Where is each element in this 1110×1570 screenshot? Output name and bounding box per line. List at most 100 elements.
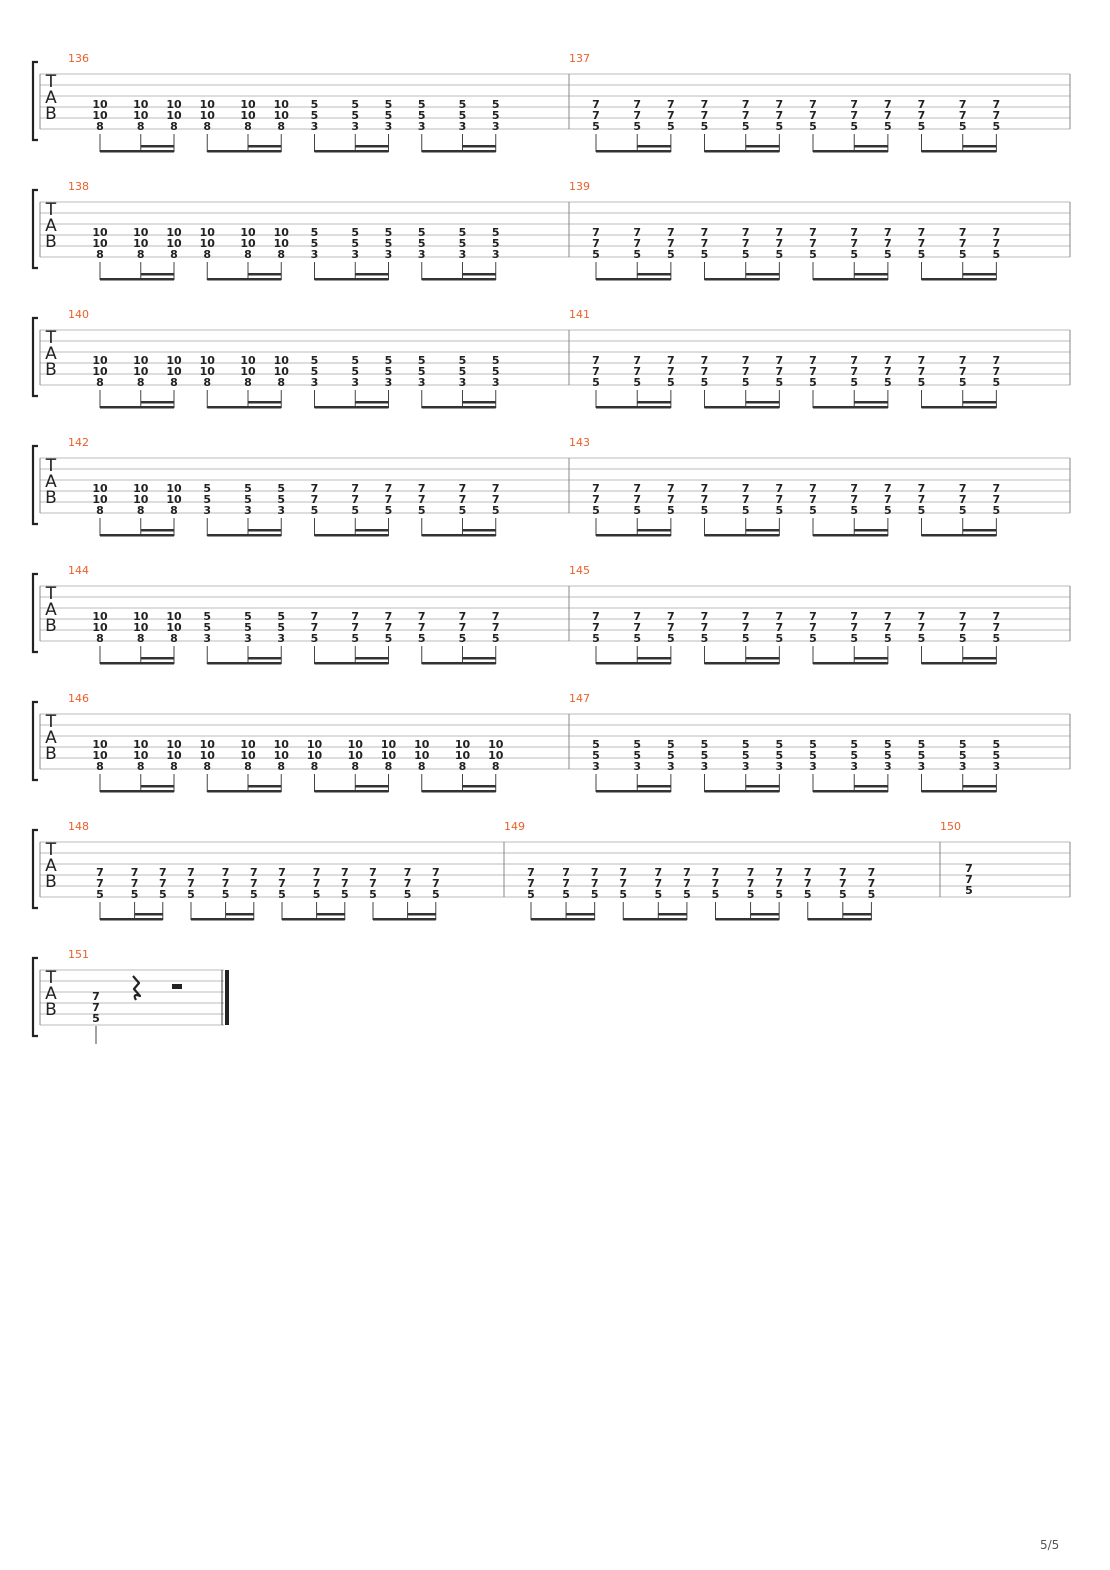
fret-number: 7: [918, 610, 926, 623]
fret-number: 7: [351, 482, 359, 495]
fret-number: 8: [137, 120, 145, 133]
tab-clef-letter: T: [45, 840, 57, 860]
fret-number: 7: [993, 98, 1001, 111]
fret-number: 5: [667, 738, 675, 751]
fret-number: 5: [993, 749, 1001, 762]
fret-number: 3: [418, 248, 426, 261]
fret-number: 7: [993, 621, 1001, 634]
fret-number: 10: [133, 749, 149, 762]
beam: [100, 790, 175, 793]
beam-secondary: [962, 273, 997, 276]
fret-number: 10: [92, 738, 108, 751]
fret-number: 5: [311, 365, 319, 378]
fret-number: 7: [809, 109, 817, 122]
fret-number: 7: [667, 237, 675, 250]
fret-number: 7: [850, 226, 858, 239]
fret-number: 7: [850, 493, 858, 506]
fret-number: 3: [884, 760, 892, 773]
fret-number: 7: [918, 226, 926, 239]
fret-number: 5: [187, 888, 195, 901]
fret-number: 3: [351, 376, 359, 389]
fret-number: 5: [747, 888, 755, 901]
fret-number: 5: [918, 376, 926, 389]
fret-number: 10: [166, 738, 182, 751]
fret-number: 7: [404, 877, 412, 890]
fret-number: 7: [884, 493, 892, 506]
beam-secondary: [745, 657, 780, 660]
fret-number: 7: [776, 621, 784, 634]
beam: [100, 150, 175, 153]
fret-number: 7: [667, 226, 675, 239]
beam: [421, 406, 496, 409]
fret-number: 7: [775, 877, 783, 890]
fret-number: 8: [244, 120, 252, 133]
fret-number: 5: [313, 888, 321, 901]
fret-number: 10: [240, 98, 256, 111]
fret-number: 5: [850, 749, 858, 762]
fret-number: 3: [701, 760, 709, 773]
fret-number: 5: [459, 632, 467, 645]
fret-number: 5: [884, 376, 892, 389]
fret-number: 5: [993, 376, 1001, 389]
fret-number: 5: [244, 610, 252, 623]
fret-number: 7: [527, 877, 535, 890]
fret-number: 7: [592, 354, 600, 367]
fret-number: 7: [527, 866, 535, 879]
beam-secondary: [658, 913, 687, 916]
fret-number: 3: [459, 376, 467, 389]
fret-number: 3: [776, 760, 784, 773]
fret-number: 7: [492, 482, 500, 495]
fret-number: 3: [633, 760, 641, 773]
system-bracket: [31, 316, 38, 398]
fret-number: 7: [959, 365, 967, 378]
fret-number: 5: [250, 888, 258, 901]
fret-number: 5: [492, 109, 500, 122]
fret-number: 8: [277, 120, 285, 133]
fret-number: 5: [159, 888, 167, 901]
fret-number: 5: [959, 248, 967, 261]
fret-number: 5: [277, 482, 285, 495]
fret-number: 5: [311, 632, 319, 645]
fret-number: 7: [667, 621, 675, 634]
fret-number: 7: [667, 482, 675, 495]
fret-number: 10: [166, 482, 182, 495]
fret-number: 7: [809, 610, 817, 623]
measure-number: 147: [569, 692, 590, 705]
fret-number: 7: [742, 354, 750, 367]
fret-number: 8: [96, 632, 104, 645]
fret-number: 7: [187, 866, 195, 879]
fret-number: 8: [137, 248, 145, 261]
fret-number: 7: [701, 610, 709, 623]
system-bracket: [31, 444, 38, 526]
tab-clef-letter: A: [45, 472, 57, 492]
fret-number: 5: [222, 888, 230, 901]
fret-number: 7: [993, 482, 1001, 495]
fret-number: 3: [203, 632, 211, 645]
fret-number: 7: [591, 877, 599, 890]
fret-number: 10: [133, 621, 149, 634]
fret-number: 5: [701, 248, 709, 261]
measure-number: 144: [68, 564, 89, 577]
fret-number: 7: [492, 493, 500, 506]
fret-number: 7: [918, 237, 926, 250]
fret-number: 7: [92, 990, 100, 1003]
fret-number: 5: [993, 632, 1001, 645]
beam-secondary: [462, 785, 496, 788]
fret-number: 5: [131, 888, 139, 901]
fret-number: 10: [240, 749, 256, 762]
beam-secondary: [248, 785, 282, 788]
fret-number: 5: [809, 738, 817, 751]
fret-number: 5: [244, 621, 252, 634]
fret-number: 10: [92, 482, 108, 495]
fret-number: 10: [166, 621, 182, 634]
fret-number: 10: [200, 226, 216, 239]
fret-number: 5: [385, 632, 393, 645]
fret-number: 7: [592, 610, 600, 623]
fret-number: 10: [166, 493, 182, 506]
fret-number: 5: [92, 1012, 100, 1025]
fret-number: 5: [959, 120, 967, 133]
fret-number: 7: [96, 877, 104, 890]
fret-number: 7: [918, 365, 926, 378]
fret-number: 5: [96, 888, 104, 901]
